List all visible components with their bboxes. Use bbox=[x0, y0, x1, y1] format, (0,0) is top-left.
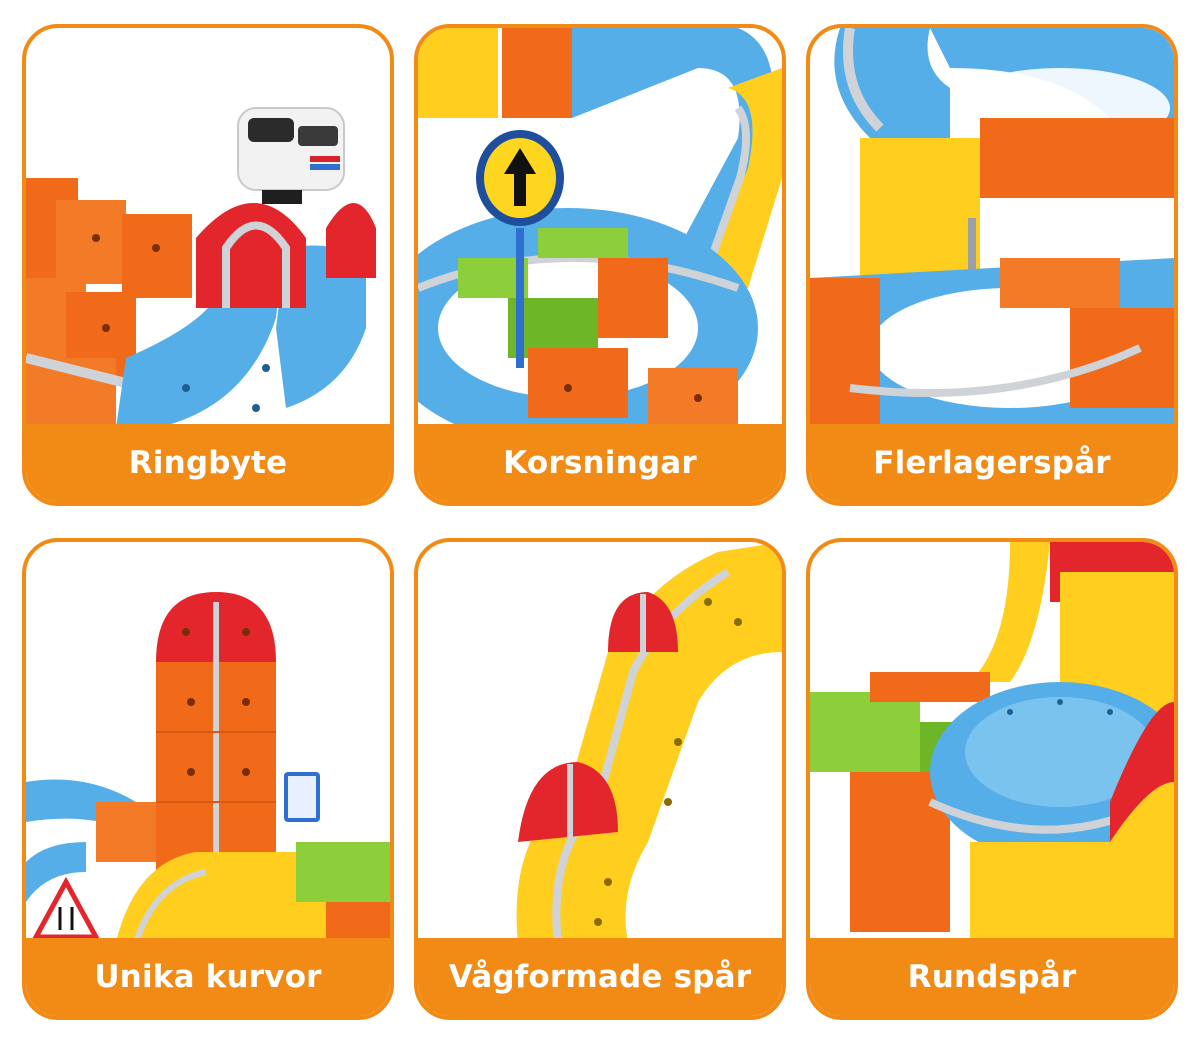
label-band: Ringbyte bbox=[26, 424, 390, 502]
feature-label: Flerlagerspår bbox=[873, 445, 1111, 481]
label-band: Rundspår bbox=[810, 938, 1174, 1016]
track-scene-illustration bbox=[810, 542, 1174, 942]
yellow-connector-block bbox=[860, 138, 980, 278]
arrow-sign bbox=[476, 130, 564, 368]
track-scene-illustration bbox=[26, 107, 376, 428]
toy-train bbox=[237, 107, 345, 204]
feature-label: Unika kurvor bbox=[94, 959, 322, 995]
label-band: Flerlagerspår bbox=[810, 424, 1174, 502]
feature-card-flerlagerspar: Flerlagerspår bbox=[806, 24, 1178, 506]
feature-card-korsningar: Korsningar bbox=[414, 24, 786, 506]
feature-label: Rundspår bbox=[907, 959, 1077, 995]
feature-label: Ringbyte bbox=[128, 445, 288, 481]
label-band: Unika kurvor bbox=[26, 938, 390, 1016]
feature-label: Vågformade spår bbox=[448, 959, 752, 995]
feature-card-unika-kurvor: Unika kurvor bbox=[22, 538, 394, 1020]
feature-label: Korsningar bbox=[503, 445, 697, 481]
feature-card-ringbyte: Ringbyte bbox=[22, 24, 394, 506]
green-crossing bbox=[810, 692, 920, 772]
warning-sign bbox=[31, 876, 101, 940]
label-band: Vågformade spår bbox=[418, 938, 782, 1016]
track-scene-illustration bbox=[418, 28, 782, 428]
track-scene-illustration bbox=[810, 28, 1174, 428]
track-scene-illustration bbox=[26, 592, 390, 942]
feature-card-vagformade-spar: Vågformade spår bbox=[414, 538, 786, 1020]
feature-card-rundspar: Rundspår bbox=[806, 538, 1178, 1020]
yellow-wave-track bbox=[516, 542, 782, 942]
label-band: Korsningar bbox=[418, 424, 782, 502]
track-scene-illustration bbox=[516, 542, 782, 942]
